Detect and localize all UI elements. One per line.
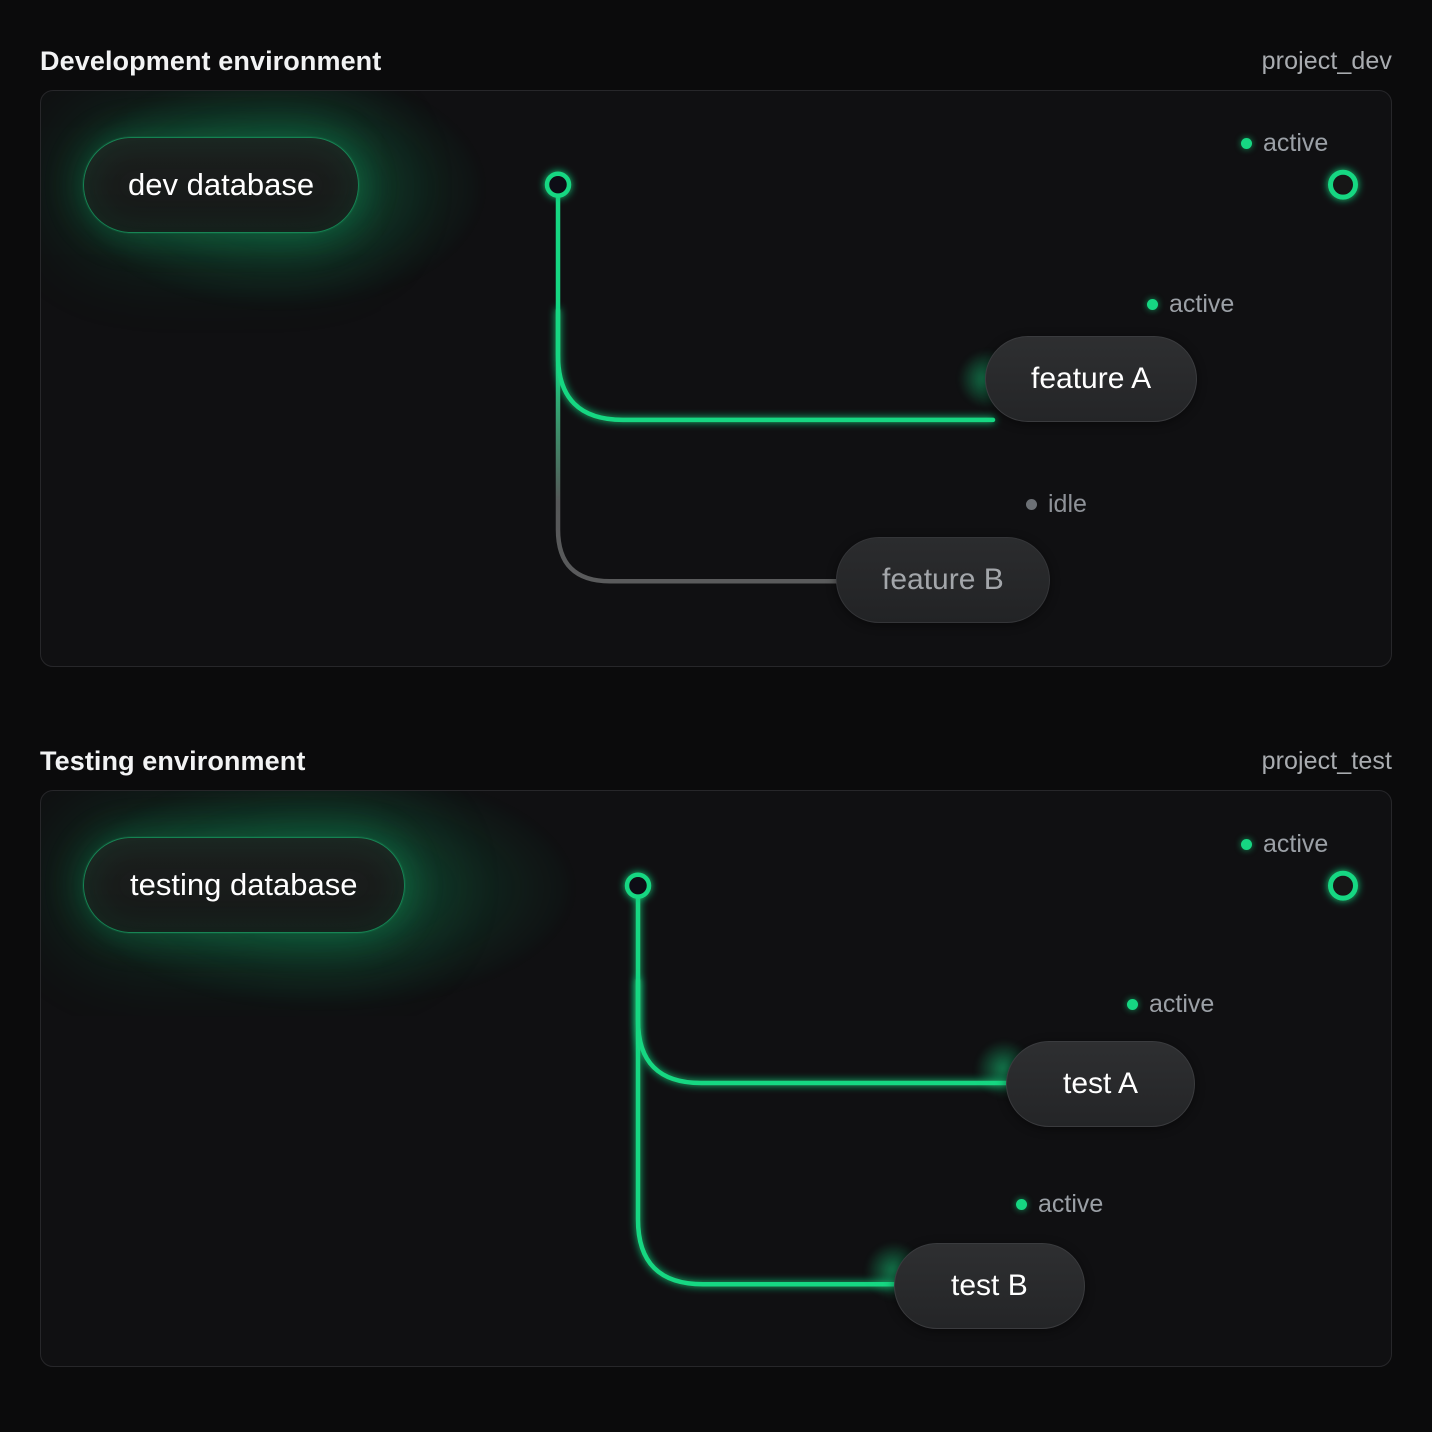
- connector-graph-development: [383, 169, 1358, 584]
- edge-junction-to-feature-b: [555, 182, 844, 584]
- status-dot-icon: [1016, 1199, 1027, 1210]
- junction-connector-development[interactable]: [544, 171, 572, 198]
- node-label: feature B: [882, 563, 1004, 596]
- status-label: active: [1263, 129, 1329, 157]
- project-label-testing: project_test: [1261, 746, 1392, 775]
- node-label: testing database: [130, 867, 358, 902]
- node-dev-database[interactable]: dev database: [83, 137, 360, 233]
- node-label: test A: [1063, 1067, 1139, 1100]
- status-label: active: [1149, 990, 1215, 1018]
- status-badge-feature-b: idle: [1026, 490, 1087, 519]
- status-dot-icon: [1147, 299, 1158, 310]
- status-label: active: [1169, 290, 1235, 318]
- edge-junction-to-test-a: [635, 978, 1012, 1086]
- node-label: dev database: [128, 167, 315, 202]
- status-badge-dev-endpoint: active: [1241, 129, 1328, 158]
- junction-connector-testing[interactable]: [624, 872, 652, 899]
- edge-junction-to-test-b: [635, 883, 902, 1287]
- project-label-development: project_dev: [1261, 46, 1392, 75]
- status-dot-icon: [1241, 839, 1252, 850]
- node-test-a[interactable]: test A: [1006, 1041, 1196, 1127]
- status-badge-test-endpoint: active: [1241, 830, 1328, 859]
- section-header-development: Development environment project_dev: [40, 32, 1392, 90]
- section-development: Development environment project_dev: [40, 32, 1392, 667]
- node-feature-a[interactable]: feature A: [985, 336, 1198, 422]
- panel-testing: active testing database active test A ac…: [40, 790, 1392, 1367]
- status-label: active: [1263, 830, 1329, 858]
- status-badge-test-b: active: [1016, 1190, 1103, 1219]
- status-dot-icon: [1241, 138, 1252, 149]
- node-test-b[interactable]: test B: [894, 1243, 1085, 1329]
- status-dot-icon: [1127, 999, 1138, 1010]
- section-header-testing: Testing environment project_test: [40, 732, 1392, 790]
- status-label: idle: [1048, 490, 1087, 518]
- endpoint-connector-testing[interactable]: [1328, 870, 1358, 901]
- status-dot-icon: [1026, 499, 1037, 510]
- node-label: feature A: [1031, 362, 1152, 395]
- endpoint-connector-development[interactable]: [1328, 169, 1358, 200]
- node-testing-database[interactable]: testing database: [83, 837, 405, 933]
- node-label: test B: [951, 1269, 1028, 1302]
- connector-canvas-testing: [41, 791, 1391, 1366]
- node-feature-b[interactable]: feature B: [836, 537, 1050, 623]
- status-badge-feature-a: active: [1147, 290, 1234, 319]
- page-title-development: Development environment: [40, 45, 382, 76]
- panel-development: active dev database active feature A idl…: [40, 90, 1392, 667]
- status-label: active: [1038, 1190, 1104, 1218]
- connector-canvas-development: [41, 91, 1391, 666]
- section-testing: Testing environment project_test: [40, 732, 1392, 1367]
- edge-junction-to-feature-a: [555, 307, 996, 423]
- status-badge-test-a: active: [1127, 990, 1214, 1019]
- connector-graph-testing: [473, 870, 1358, 1287]
- page-title-testing: Testing environment: [40, 745, 306, 776]
